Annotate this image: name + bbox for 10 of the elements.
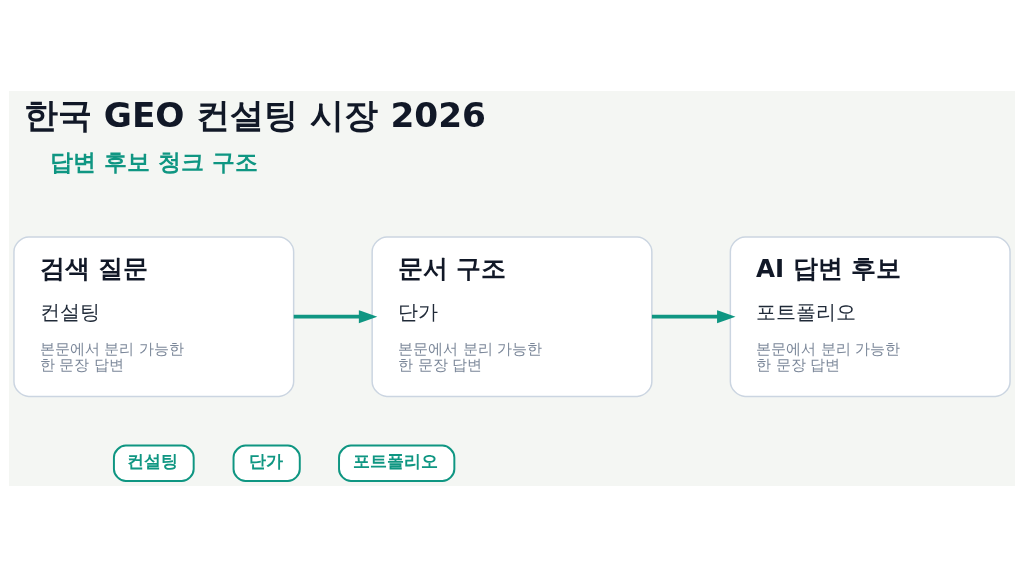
node-box: 포트폴리오: [338, 444, 456, 482]
node-box: 문서 구조 단가 본문에서 분리 가능한 한 문장 답변: [371, 235, 653, 397]
diagram-title: 한국 GEO 컨설팅 시장 2026: [23, 94, 486, 135]
arrow: [293, 309, 378, 323]
node-box: AI 답변 후보 포트폴리오 본문에서 분리 가능한 한 문장 답변: [729, 235, 1011, 397]
label: 답변 후보 청크 구조: [50, 147, 259, 175]
arrow: [651, 309, 736, 323]
node-box: 단가: [232, 444, 301, 482]
node-box: 컨설팅: [112, 444, 195, 482]
node-box: 검색 질문 컨설팅 본문에서 분리 가능한 한 문장 답변: [13, 235, 295, 397]
